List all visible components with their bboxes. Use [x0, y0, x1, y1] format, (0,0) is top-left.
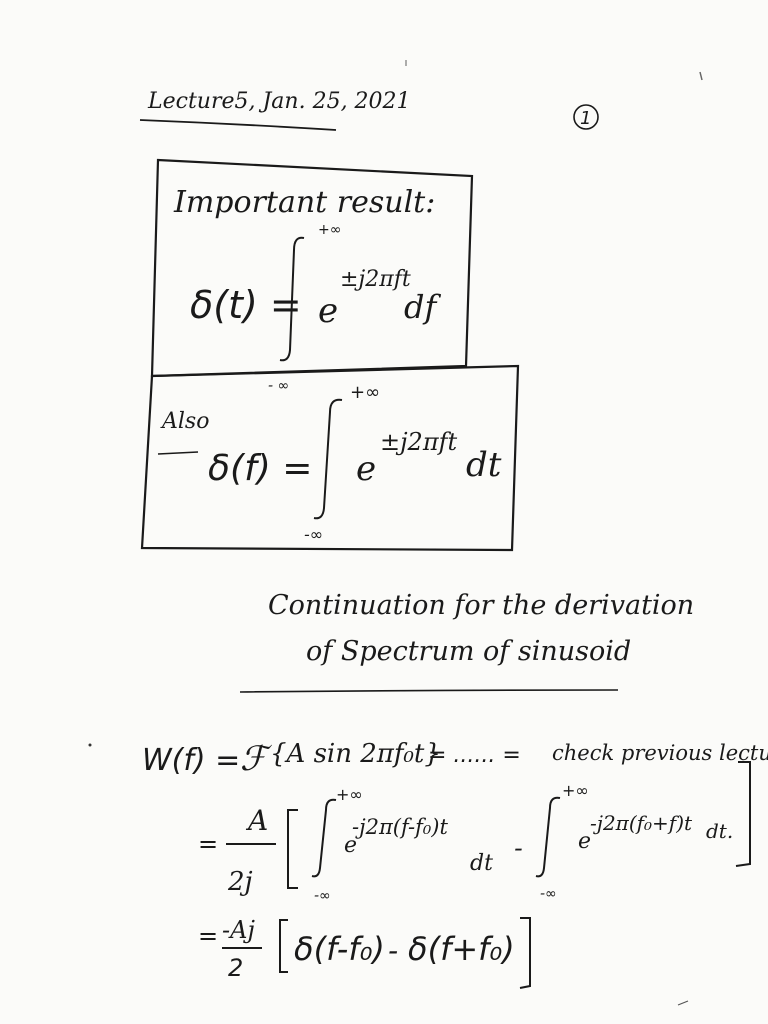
box1-lower-limit: - ∞ [268, 378, 289, 394]
left-bracket [287, 809, 298, 889]
also-label: Also [160, 409, 209, 434]
box1-lhs: δ(t) = [190, 283, 302, 327]
page-number: 1 [580, 108, 591, 129]
delta-2: δ(f+f₀) [408, 930, 515, 968]
stray-mark [677, 1000, 689, 1006]
w-of-f-lhs: W(f) = [142, 743, 240, 778]
box2-differential: dt [466, 445, 502, 485]
int1-differential: dt [470, 851, 493, 876]
stray-mark [699, 71, 703, 81]
line3-numerator: -Aj [222, 916, 255, 944]
int2-exponent: -j2π(f₀+f)t [590, 811, 693, 835]
box2-integral-sign [313, 398, 343, 520]
box2-upper-limit: +∞ [350, 382, 380, 403]
line3-left-bracket [279, 919, 288, 973]
box1-differential: df [404, 288, 441, 326]
int1-upper-limit: +∞ [336, 785, 363, 804]
also-underline [157, 451, 199, 455]
also-box [140, 364, 520, 552]
right-bracket [735, 761, 751, 867]
int2-integral-sign [535, 796, 561, 878]
box2-exponent: ±j2πft [380, 428, 457, 456]
int2-base: e [578, 829, 591, 854]
subtitle-divider [239, 689, 619, 693]
line2-denominator: 2j [227, 867, 253, 897]
stray-dot [88, 743, 92, 747]
line3-equals: = [198, 922, 218, 950]
int1-lower-limit: -∞ [314, 888, 331, 904]
int1-exponent: -j2π(f-f₀)t [352, 815, 448, 839]
line2-equals: = [198, 830, 218, 858]
fourier-argument: {A sin 2πf₀t} [270, 739, 441, 769]
page-number-circle [573, 104, 599, 130]
int1-base: e [344, 833, 357, 858]
lecture-title: Lecture5, Jan. 25, 2021 [147, 89, 411, 114]
box1-base: e [318, 291, 338, 331]
box1-exponent: ±j2πft [340, 267, 411, 292]
int2-upper-limit: +∞ [562, 781, 589, 800]
title-underline [139, 119, 337, 131]
line2-numerator: A [245, 804, 268, 837]
fourier-operator: ℱ [240, 739, 273, 779]
line3-right-bracket [519, 917, 531, 989]
important-result-heading: Important result: [173, 185, 435, 220]
delta-minus: - [388, 934, 398, 967]
check-previous-note: check previous lecture [552, 741, 768, 765]
important-result-box [150, 158, 474, 378]
line3-denominator: 2 [228, 954, 243, 982]
subtitle-line-1: Continuation for the derivation [268, 590, 694, 621]
box2-base: e [356, 449, 376, 489]
box1-integral-sign [279, 236, 305, 362]
int2-lower-limit: -∞ [540, 886, 557, 902]
int1-integral-sign [311, 798, 337, 878]
subtitle-line-2: of Spectrum of sinusoid [306, 636, 631, 667]
int2-differential: dt. [706, 819, 733, 843]
box2-lower-limit: -∞ [304, 525, 323, 544]
delta-1: δ(f-f₀) [294, 930, 385, 968]
box2-lhs: δ(f) = [208, 448, 312, 489]
check-dots: = ...... = [428, 743, 521, 768]
box1-upper-limit: +∞ [318, 222, 341, 238]
integral-minus: - [514, 834, 523, 862]
